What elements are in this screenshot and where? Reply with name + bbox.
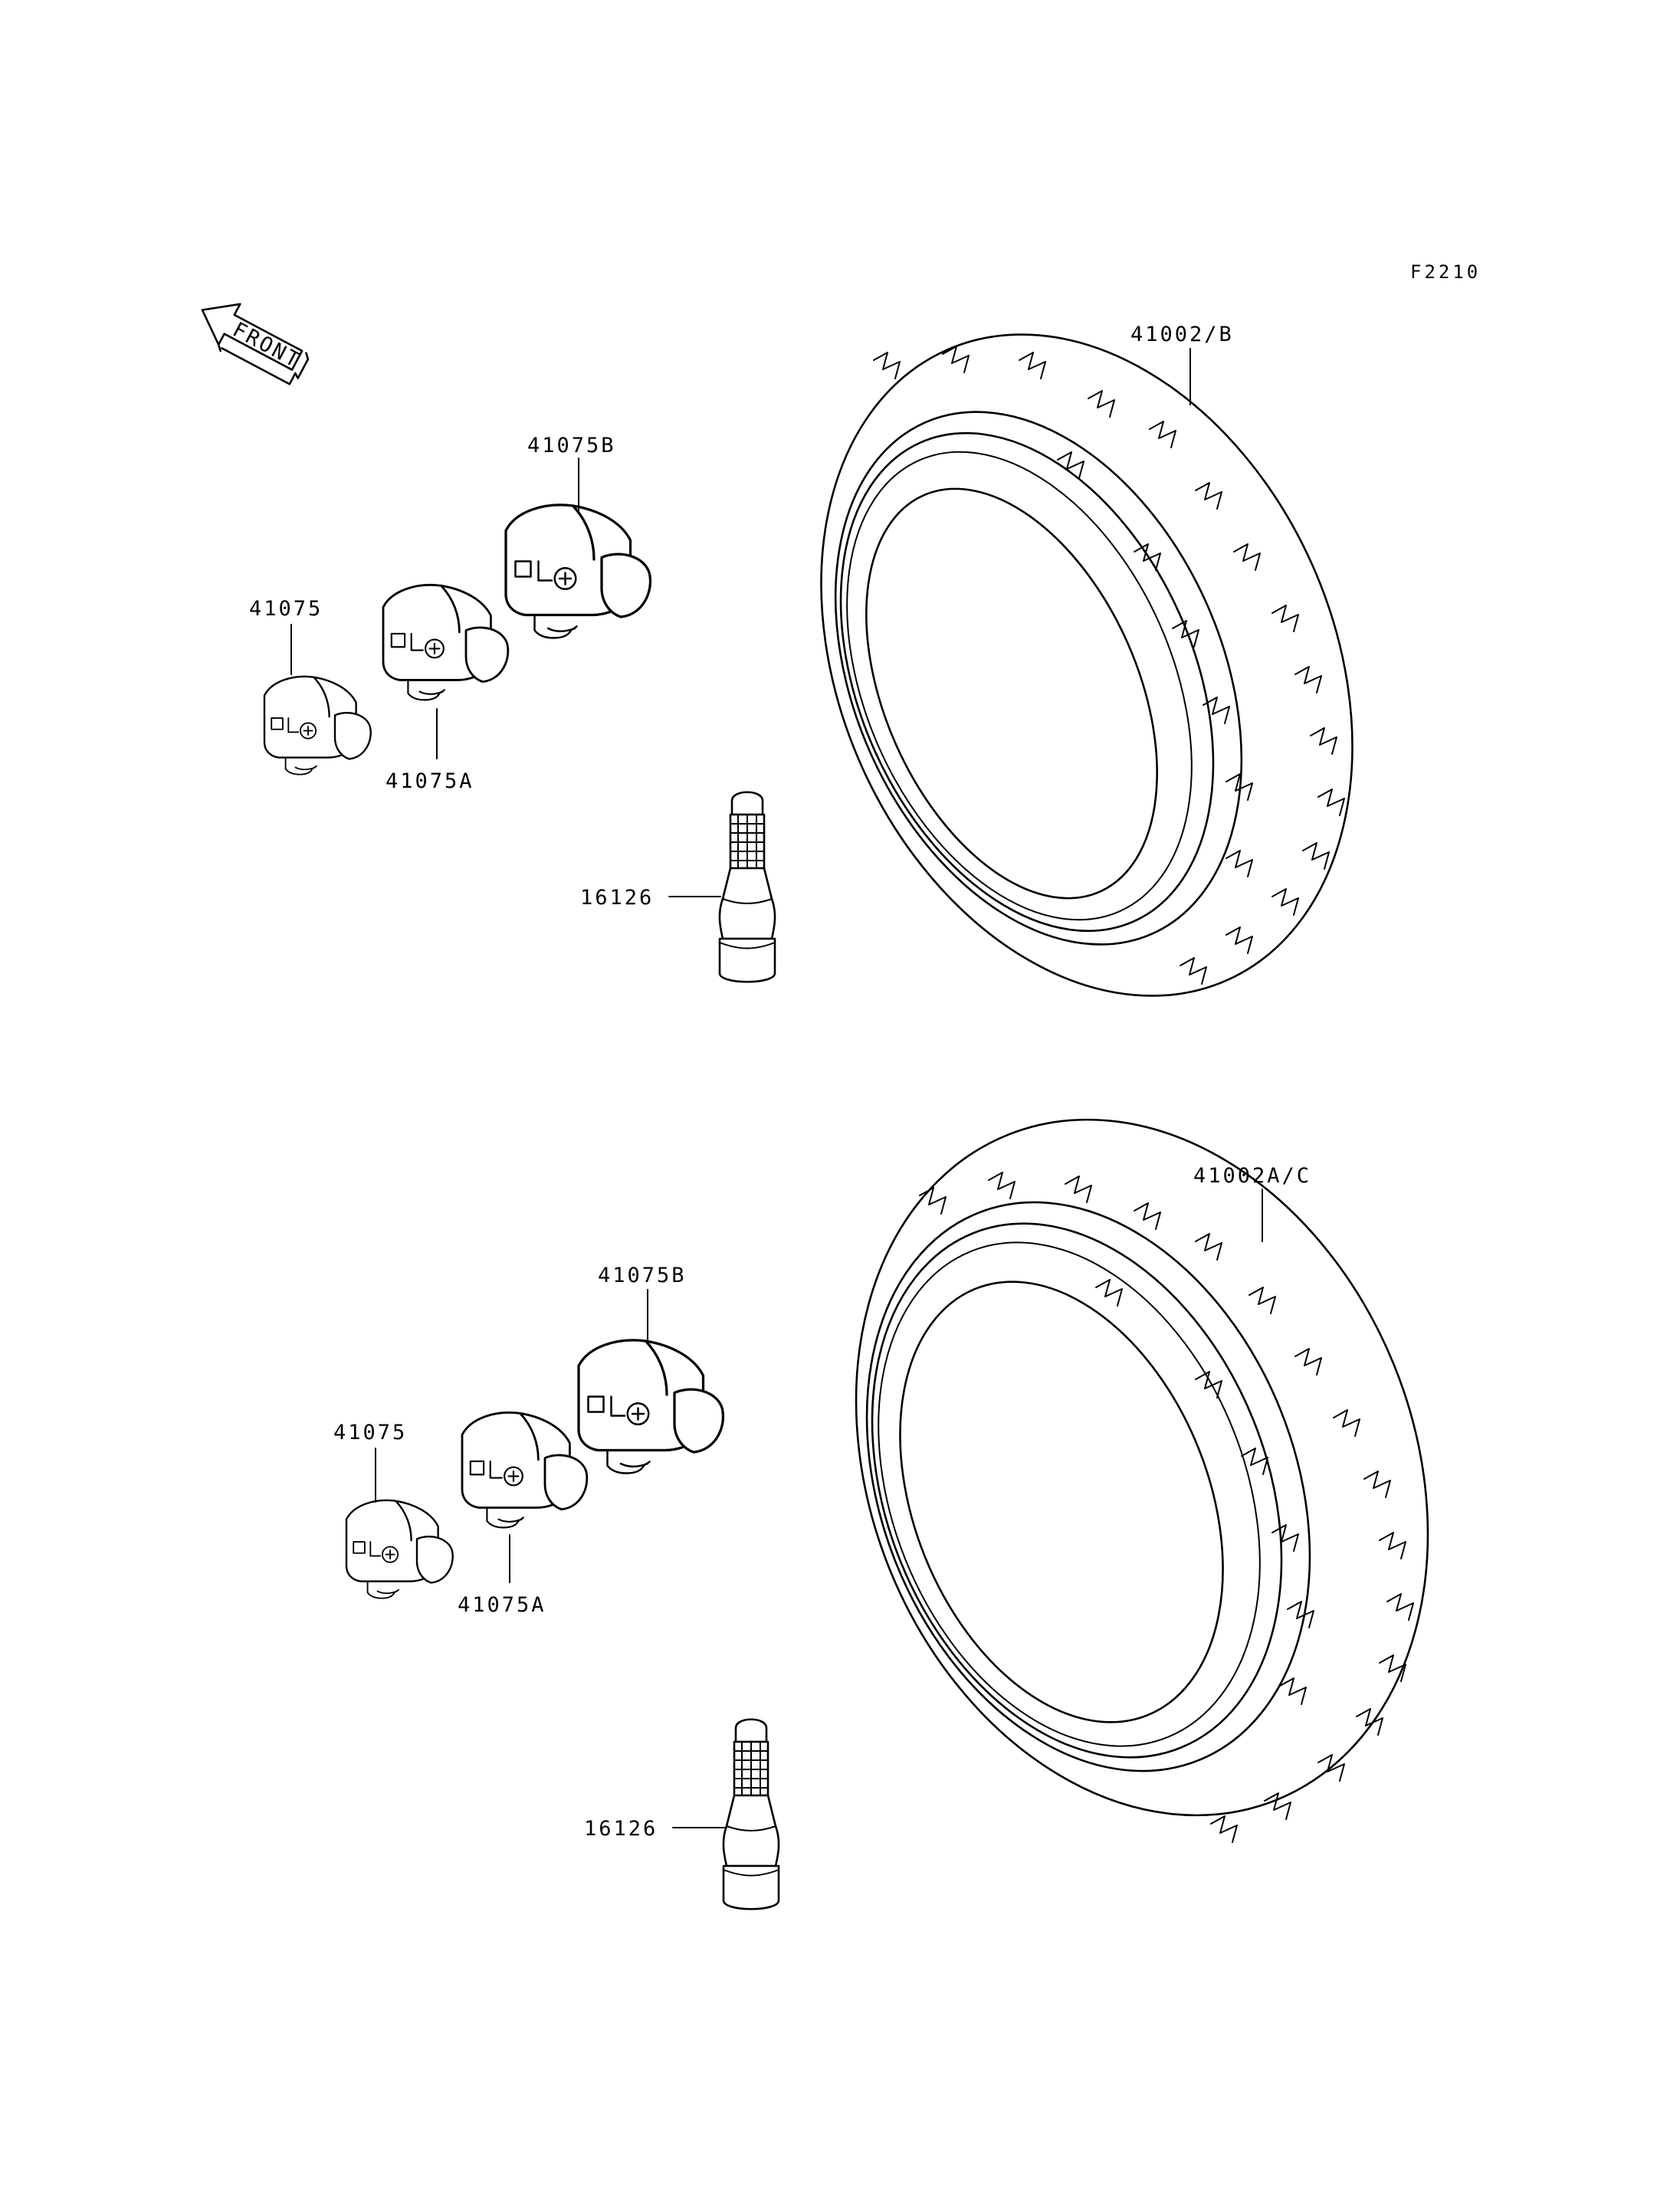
lower-tire-label: 41002A/C xyxy=(1193,1164,1311,1188)
front-arrow-icon: FRONT xyxy=(201,303,310,385)
upper-valve-label: 16126 xyxy=(580,886,654,910)
lower-weight-label: 41075 xyxy=(333,1421,407,1444)
upper-weight-a-label: 41075A xyxy=(386,769,474,793)
lower-valve-label: 16126 xyxy=(584,1817,658,1841)
upper-weight-b-label: 41075B xyxy=(527,434,616,457)
lower-weight xyxy=(345,1499,454,1599)
lower-weight-b xyxy=(577,1339,725,1475)
upper-weight-label: 41075 xyxy=(249,597,323,621)
lower-tire xyxy=(855,1118,1429,1843)
upper-valve-stem xyxy=(718,791,776,983)
lower-valve-stem xyxy=(722,1718,780,1910)
front-arrow-text: FRONT xyxy=(228,318,305,374)
upper-weight-b xyxy=(504,503,652,640)
upper-tire xyxy=(820,333,1354,997)
ref-code: F2210 xyxy=(1410,261,1481,283)
lower-weight-b-label: 41075B xyxy=(598,1264,687,1287)
lower-weight-a-label: 41075A xyxy=(458,1593,546,1617)
lower-weight-a xyxy=(461,1411,589,1529)
upper-weight-a xyxy=(382,583,510,701)
upper-tire-label: 41002/B xyxy=(1130,323,1234,346)
upper-weight xyxy=(263,675,372,776)
